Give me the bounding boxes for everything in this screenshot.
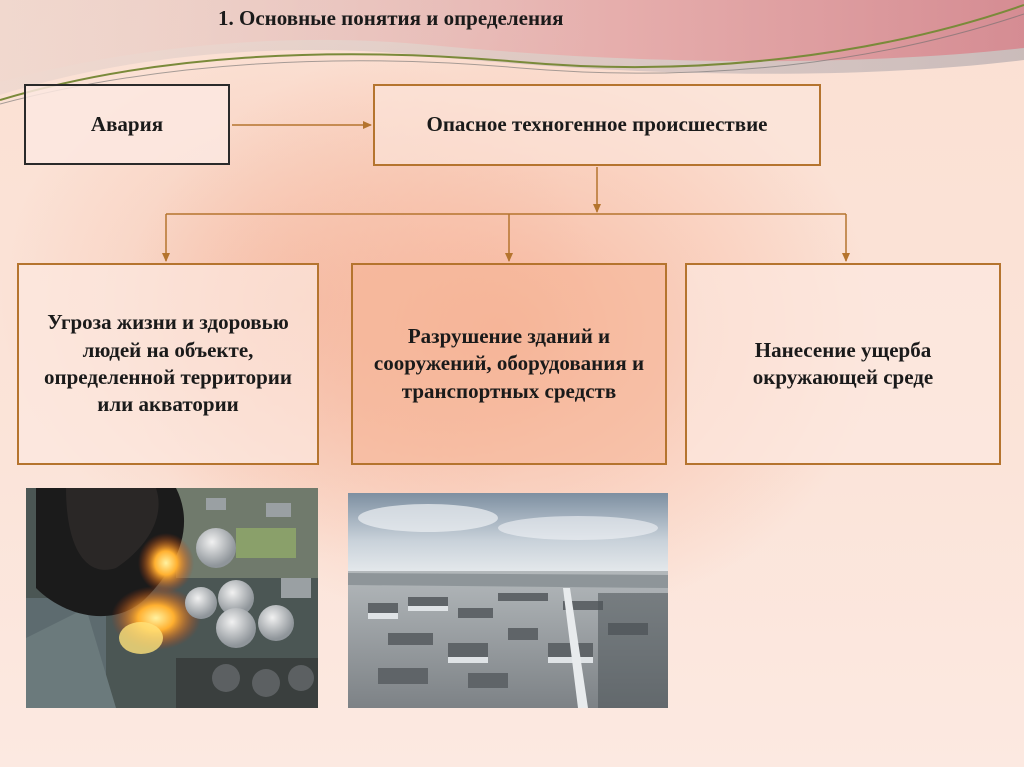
source-box-avaria: Авария xyxy=(24,84,230,165)
consequence-label: Нанесение ущерба окружающей среде xyxy=(752,337,934,389)
consequence-label: Угроза жизни и здоровью людей на объекте… xyxy=(44,310,292,417)
header-swoosh-decoration xyxy=(0,0,1024,105)
industrial-fire-photo xyxy=(26,488,318,708)
consequence-box-destruction: Разрушение зданий и сооружений, оборудов… xyxy=(351,263,667,465)
slide-title: 1. Основные понятия и определения xyxy=(218,6,564,30)
main-box-label: Опасное техногенное происшествие xyxy=(426,112,768,137)
main-box-hazard-event: Опасное техногенное происшествие xyxy=(373,84,821,166)
source-box-label: Авария xyxy=(90,111,164,136)
consequence-box-threat-to-life: Угроза жизни и здоровью людей на объекте… xyxy=(17,263,319,465)
consequence-label: Разрушение зданий и сооружений, оборудов… xyxy=(373,324,645,403)
consequence-box-environment: Нанесение ущерба окружающей среде xyxy=(685,263,1001,465)
ruined-city-photo xyxy=(348,493,668,708)
